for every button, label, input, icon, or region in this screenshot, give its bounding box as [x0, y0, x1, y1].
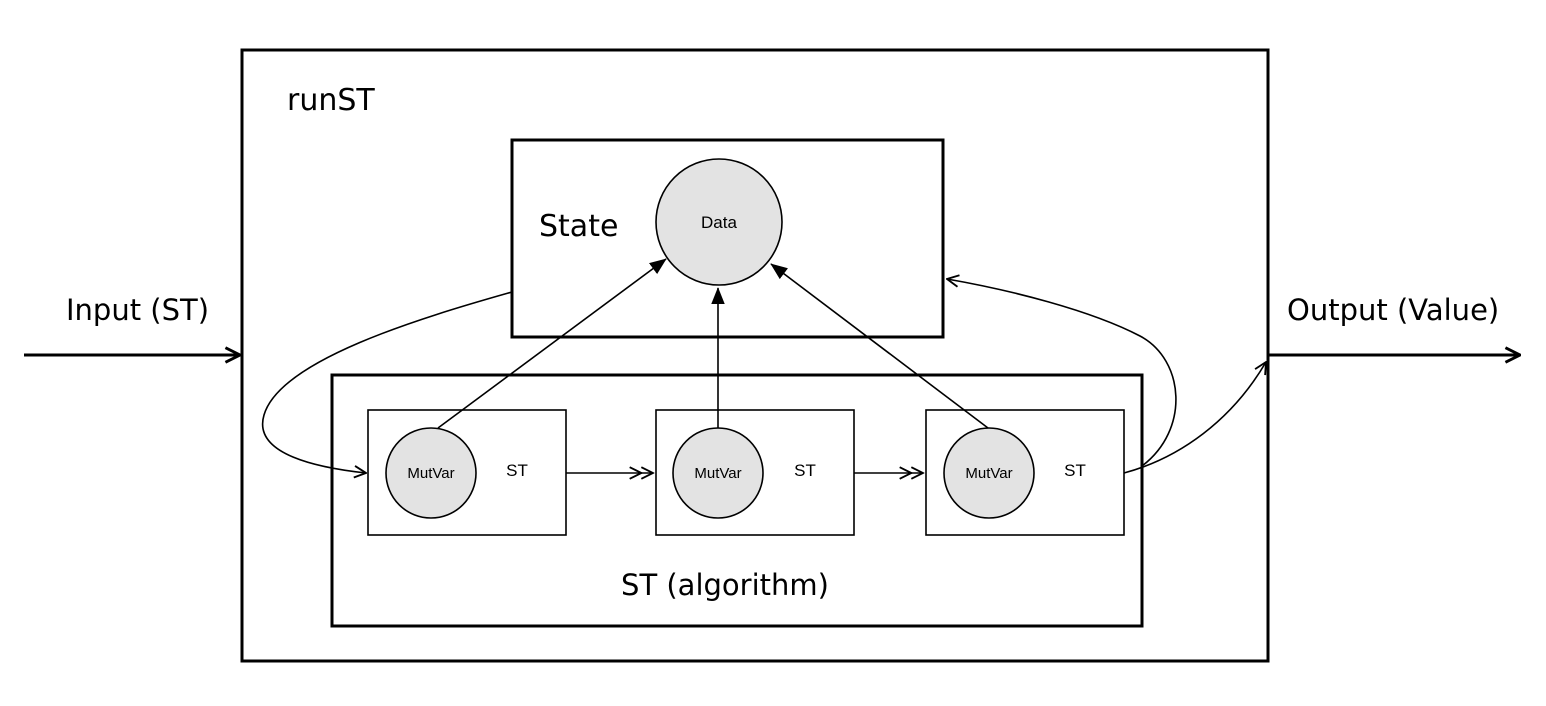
runst-label: runST: [287, 83, 375, 118]
mutvar-to-data-arrow: [437, 258, 667, 429]
mutvar-circle: [385, 427, 477, 519]
st-step-label: ST: [794, 461, 816, 480]
data-circle: [655, 158, 783, 286]
mutvar-to-data-arrow: [770, 263, 989, 429]
mutvar-circle: [943, 427, 1035, 519]
st-step-label: ST: [1064, 461, 1086, 480]
mutvar-label: MutVar: [965, 465, 1012, 482]
state-label: State: [539, 209, 618, 244]
state-to-step-arrow: [261, 291, 513, 473]
step-to-output-arrow: [1123, 362, 1266, 474]
output-label: Output (Value): [1287, 293, 1499, 327]
step-to-state-arrow: [947, 279, 1177, 467]
algorithm-label: ST (algorithm): [621, 568, 829, 602]
mutvar-label: MutVar: [407, 465, 454, 482]
st-step-label: ST: [506, 461, 528, 480]
input-label: Input (ST): [66, 293, 209, 327]
data-label: Data: [701, 213, 737, 232]
mutvar-label: MutVar: [694, 465, 741, 482]
